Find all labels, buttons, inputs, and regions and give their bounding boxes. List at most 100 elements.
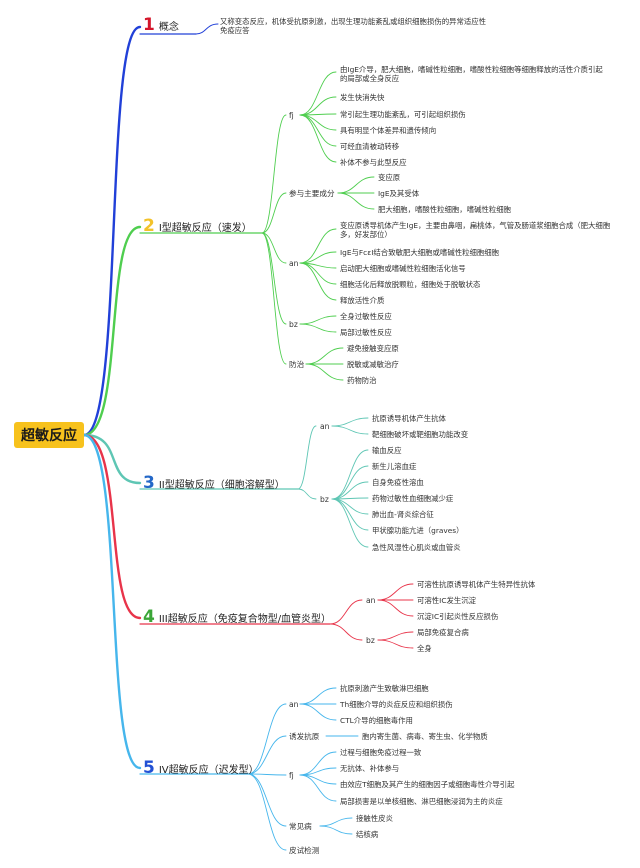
connector-b3-an-1 (331, 425, 369, 435)
connector-b3-bz-4 (331, 498, 369, 515)
connector-branch-5 (82, 433, 142, 770)
connector-b2-cy-2 (337, 192, 375, 210)
b2-fj-item: 补体不参与此型反应 (340, 158, 407, 167)
branch-4[interactable]: 4 III超敏反应（免疫复合物型/血管炎型） (143, 607, 331, 627)
b5-an-label[interactable]: an (289, 700, 299, 709)
connector-b5-fj-0 (299, 751, 337, 776)
b2-an-item: 细胞活化后释放脱颗粒，细胞处于脱敏状态 (340, 280, 481, 289)
b5-antigen-item: 胞内寄生菌、病毒、寄生虫、化学物质 (362, 732, 488, 741)
connector-b4-bz-1 (377, 639, 414, 649)
connector-b2-bz-0 (299, 315, 337, 325)
connector-b2-fj-5 (299, 114, 337, 163)
b2-bz-item: 局部过敏性反应 (340, 328, 392, 337)
connector-b2-fj-4 (299, 114, 337, 147)
connector-branch-3 (82, 433, 142, 485)
branch-2[interactable]: 2 I型超敏反应（速发） (143, 216, 252, 236)
connector-b4-sub-1 (329, 623, 363, 641)
b5-fj-item: 局部损害是以单核细胞、淋巴细胞浸润为主的炎症 (340, 797, 503, 806)
b4-bz-item: 全身 (417, 644, 432, 653)
b4-an-item: 可溶性抗原诱导机体产生特异性抗体 (417, 580, 536, 589)
b3-bz-item: 新生儿溶血症 (372, 462, 417, 471)
b2-an-item: 释放活性介质 (340, 296, 385, 305)
b2-an-item: 变应原诱导机体产生IgE，主要由鼻咽，扁桃体，气管及肠道浆细胞合成（肥大细胞多，… (340, 221, 611, 239)
b5-an-item: 抗原刺激产生致敏淋巴细胞 (340, 684, 429, 693)
b2-bz-label[interactable]: bz (289, 320, 298, 329)
branch-5[interactable]: 5 IV超敏反应（迟发型） (143, 758, 259, 778)
b3-bz-item: 急性风湿性心肌炎或血管炎 (372, 543, 461, 552)
b2-prevention-item: 药物防治 (347, 376, 377, 385)
connector-b1-desc (195, 23, 219, 35)
b3-bz-item: 甲状腺功能亢进（graves） (372, 526, 464, 535)
branch-4-number: 4 (143, 607, 155, 627)
connector-b2-sub-4 (261, 232, 287, 365)
connector-b5-an-0 (299, 687, 337, 705)
b4-bz-label[interactable]: bz (366, 636, 375, 645)
b2-prevention-item: 避免接触变应原 (347, 344, 399, 353)
b3-bz-label[interactable]: bz (320, 495, 329, 504)
connector-b4-an-0 (377, 583, 414, 601)
connector-b5-sub-1 (247, 735, 287, 775)
branch-5-number: 5 (143, 758, 155, 778)
connector-b2-cy-0 (337, 176, 375, 194)
b4-an-item: 可溶性IC发生沉淀 (417, 596, 477, 605)
b2-fj-item: 由IgE介导，肥大细胞，嗜碱性粒细胞，嗜酸性粒细胞等细胞释放的活性介质引起的局部… (340, 65, 603, 83)
b5-an-item: CTL介导的细胞毒作用 (340, 716, 413, 725)
b2-component-item: 变应原 (378, 173, 401, 182)
connector-b2-bz-1 (299, 323, 337, 333)
branch-1-number: 1 (143, 15, 155, 35)
connector-b3-an-0 (331, 417, 369, 427)
b5-diseases-label[interactable]: 常见病 (289, 822, 312, 831)
connector-b2-fz-0 (305, 347, 344, 365)
b5-fj-item: 过程与细胞免疫过程一致 (340, 748, 422, 757)
b2-bz-item: 全身过敏性反应 (340, 312, 392, 321)
connector-b3-bz-0 (331, 449, 369, 500)
b5-an-item: Th细胞介导的炎症反应和组织损伤 (340, 700, 453, 709)
b3-bz-item: 输血反应 (372, 446, 402, 455)
connector-b3-sub-0 (297, 425, 317, 490)
b2-fj-label[interactable]: fj (289, 111, 294, 120)
connector-b3-sub-1 (297, 488, 317, 500)
b2-component-item: 肥大细胞，嗜酸性粒细胞，嗜碱性粒细胞 (378, 205, 512, 214)
b2-fj-item: 具有明显个体差异和遗传倾向 (340, 126, 437, 135)
b4-an-item: 沉淀IC引起炎性反应损伤 (417, 612, 499, 621)
b5-skin-test-label[interactable]: 皮试检测 (289, 846, 320, 855)
b5-fj-label[interactable]: fj (289, 771, 294, 780)
branch-3-label: II型超敏反应（细胞溶解型） (158, 479, 285, 491)
b2-components-label[interactable]: 参与主要成分 (289, 189, 335, 198)
b4-an-label[interactable]: an (366, 596, 376, 605)
b5-fj-item: 由效应T细胞及其产生的细胞因子或细胞毒性介导引起 (340, 780, 515, 789)
connector-b2-fj-1 (299, 96, 337, 116)
connector-b3-bz-6 (331, 498, 369, 548)
connector-b2-sub-2 (261, 232, 287, 264)
branch-1-label: 概念 (158, 21, 179, 33)
branch-4-label: III超敏反应（免疫复合物型/血管炎型） (158, 613, 332, 625)
b3-an-label[interactable]: an (320, 422, 330, 431)
b2-prevention-label[interactable]: 防治 (289, 360, 305, 369)
connector-branch-1 (82, 25, 142, 437)
connector-b5-sub-3 (247, 773, 287, 827)
connector-b3-bz-2 (331, 481, 369, 500)
b3-an-item: 靶细胞破坏或靶细胞功能改变 (372, 430, 469, 439)
b2-an-label[interactable]: an (289, 259, 299, 268)
connector-b5-sub-4 (247, 773, 287, 851)
connector-b5-cj-1 (319, 825, 353, 835)
connector-b2-fj-0 (299, 71, 337, 116)
b5-antigen-label[interactable]: 诱发抗原 (289, 732, 320, 741)
connector-b2-sub-3 (261, 232, 287, 325)
b5-disease-item: 接触性皮炎 (356, 814, 393, 823)
connector-b5-sub-0 (247, 703, 287, 775)
root-node[interactable]: 超敏反应 (14, 422, 84, 448)
connector-b5-fj-3 (299, 774, 337, 802)
b2-fj-item: 可经血清被动转移 (340, 142, 400, 151)
connector-b4-bz-0 (377, 631, 414, 641)
branch-3[interactable]: 3 II型超敏反应（细胞溶解型） (143, 473, 285, 493)
branch-1[interactable]: 1 概念 (143, 15, 179, 35)
b2-prevention-item: 脱敏或减敏治疗 (347, 360, 399, 369)
b3-bz-item: 药物过敏性血细胞减少症 (372, 494, 454, 503)
connector-b5-sub-2 (247, 773, 287, 776)
connector-b3-bz-5 (331, 498, 369, 531)
connector-b2-an-4 (299, 262, 337, 301)
b3-bz-item: 肺出血-肾炎综合征 (372, 510, 434, 519)
connector-b2-fz-2 (305, 363, 344, 381)
